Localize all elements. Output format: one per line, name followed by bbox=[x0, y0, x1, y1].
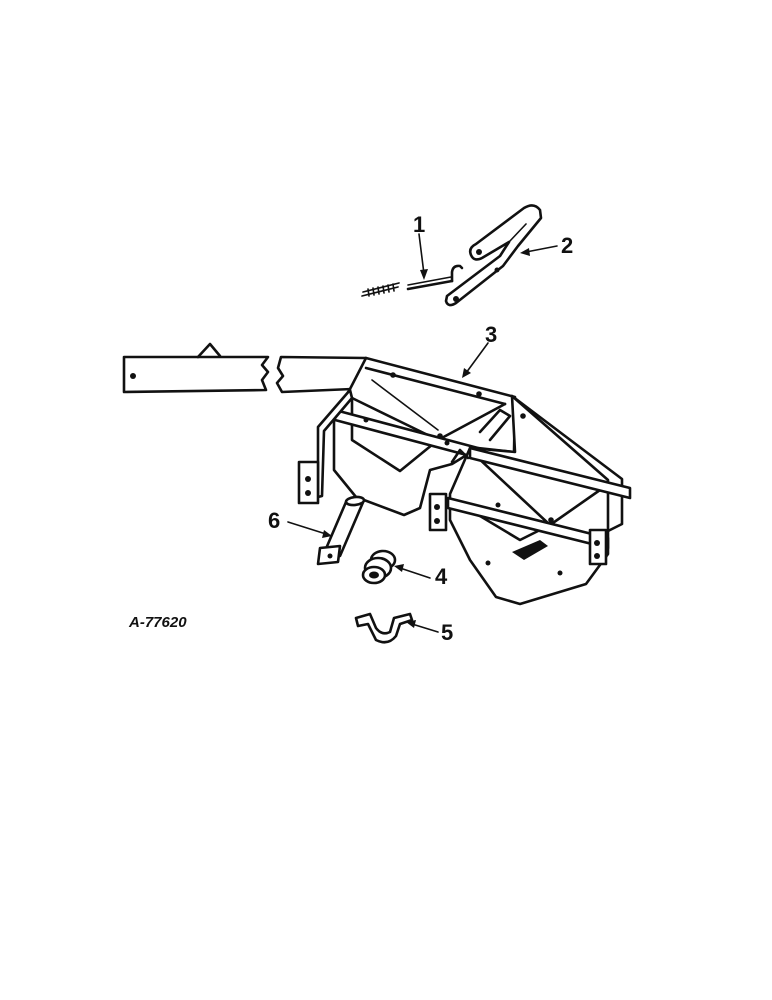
leader-lines bbox=[287, 233, 558, 633]
part-4-bushing bbox=[361, 549, 397, 585]
part-1-rod bbox=[361, 264, 464, 297]
figure-id-label: A-77620 bbox=[128, 614, 187, 631]
part-2-bracket bbox=[444, 204, 543, 307]
part-6-tube bbox=[316, 495, 366, 566]
callout-1: 1 bbox=[413, 212, 425, 237]
callout-2: 2 bbox=[561, 233, 573, 258]
part-3-frame bbox=[122, 342, 632, 606]
callout-5: 5 bbox=[441, 620, 453, 645]
part-5-clip bbox=[354, 612, 414, 644]
callout-4: 4 bbox=[435, 564, 448, 589]
callout-6: 6 bbox=[268, 508, 280, 533]
callout-3: 3 bbox=[485, 322, 497, 347]
